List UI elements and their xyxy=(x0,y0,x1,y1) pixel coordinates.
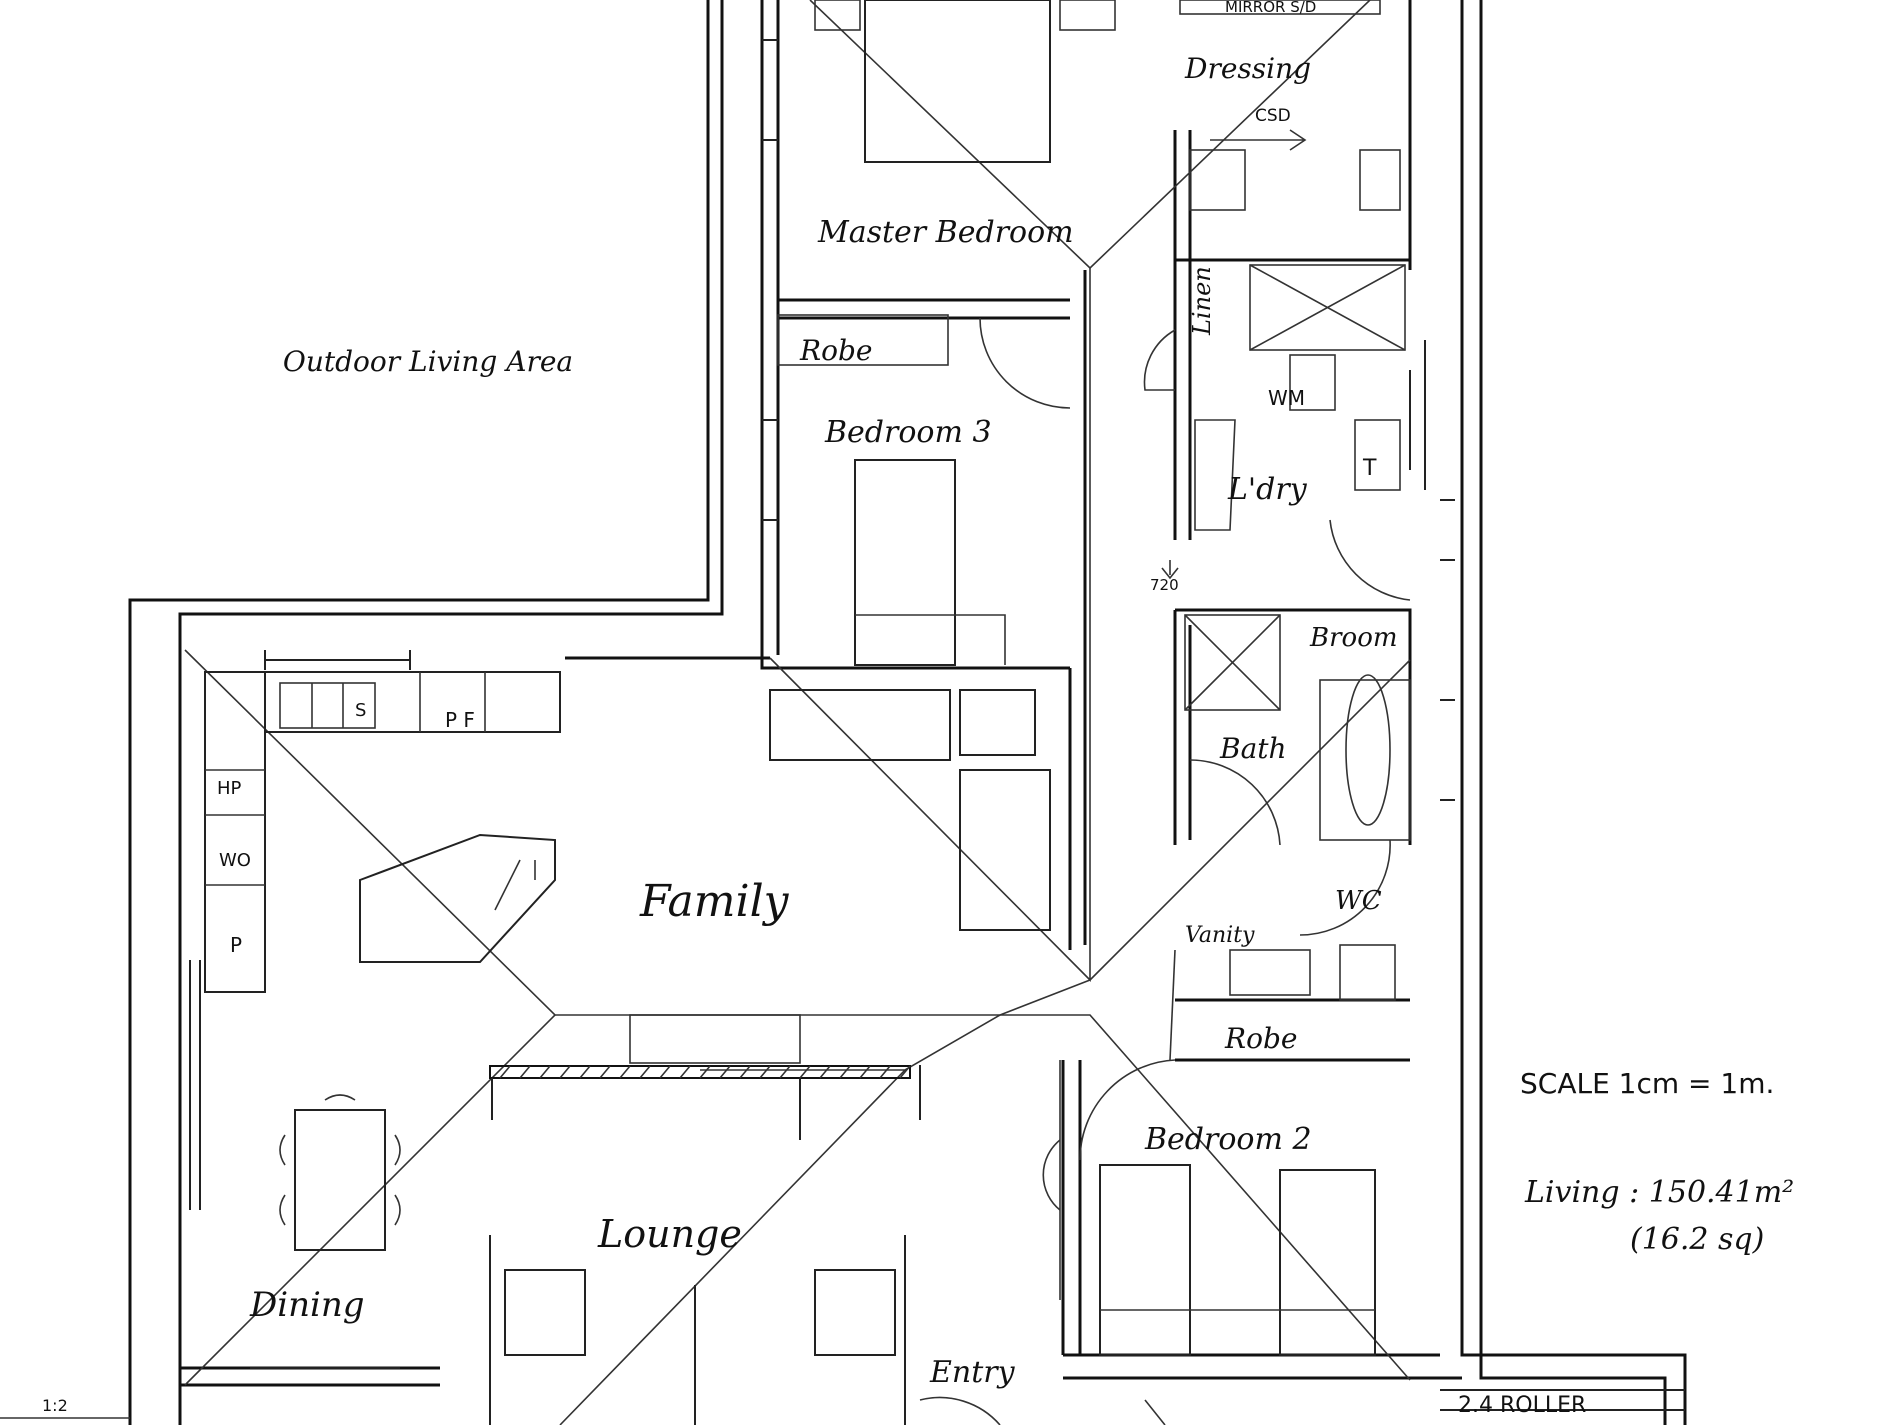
scale-note: SCALE 1cm = 1m. xyxy=(1520,1067,1775,1100)
door-720-label: 720 xyxy=(1150,576,1179,594)
lounge-furniture xyxy=(489,1235,906,1425)
p-label: P xyxy=(230,933,243,957)
bedroom2-bed xyxy=(1059,1060,1376,1356)
pf-label: P F xyxy=(445,708,475,732)
room-label-broom: Broom xyxy=(1310,623,1398,653)
wet-areas xyxy=(1184,149,1411,1001)
wm-label: WM xyxy=(1268,386,1306,410)
room-label-wc: WC xyxy=(1335,886,1382,916)
csd-label: CSD xyxy=(1255,106,1291,126)
room-label-robe-2: Robe xyxy=(1225,1022,1298,1055)
room-label-outdoor-living: Outdoor Living Area xyxy=(282,345,574,378)
room-label-entry: Entry xyxy=(930,1355,1015,1390)
room-label-bedroom-3: Bedroom 3 xyxy=(825,415,992,450)
room-label-lounge: Lounge xyxy=(598,1212,742,1256)
internal-walls xyxy=(180,0,1412,1387)
master-bed xyxy=(814,0,1381,163)
corner-dimension-label: 1:2 xyxy=(42,1396,68,1415)
room-label-bedroom-2: Bedroom 2 xyxy=(1145,1122,1312,1157)
kitchen xyxy=(204,671,561,993)
room-label-bath: Bath xyxy=(1220,732,1287,765)
hp-label: HP xyxy=(217,778,242,799)
room-label-master-bedroom: Master Bedroom xyxy=(818,215,1074,250)
dining-table xyxy=(279,1094,401,1251)
living-area-note: Living : 150.41m² xyxy=(1525,1175,1795,1210)
garage-door xyxy=(1440,1389,1685,1411)
t-label: T xyxy=(1363,456,1377,481)
room-label-dressing: Dressing xyxy=(1185,52,1312,85)
windows xyxy=(189,39,1455,1369)
wo-label: WO xyxy=(219,850,251,871)
roof-lines xyxy=(184,0,1411,1425)
room-label-ldry: L'dry xyxy=(1228,472,1307,507)
mirror-sd-label: MIRROR S/D xyxy=(1225,0,1317,16)
room-label-dining: Dining xyxy=(250,1285,365,1325)
room-label-linen: Linen xyxy=(1188,266,1216,335)
doors xyxy=(919,129,1411,1425)
squares-note: (16.2 sq) xyxy=(1630,1222,1765,1257)
divider-wall xyxy=(489,1014,921,1140)
bedroom3-bed xyxy=(769,314,1051,931)
room-label-family: Family xyxy=(640,876,789,927)
room-label-robe-1: Robe xyxy=(800,334,873,367)
garage-roller-label: 2.4 ROLLER xyxy=(1458,1393,1587,1418)
room-label-vanity: Vanity xyxy=(1185,923,1255,948)
s-label: S xyxy=(355,700,367,721)
